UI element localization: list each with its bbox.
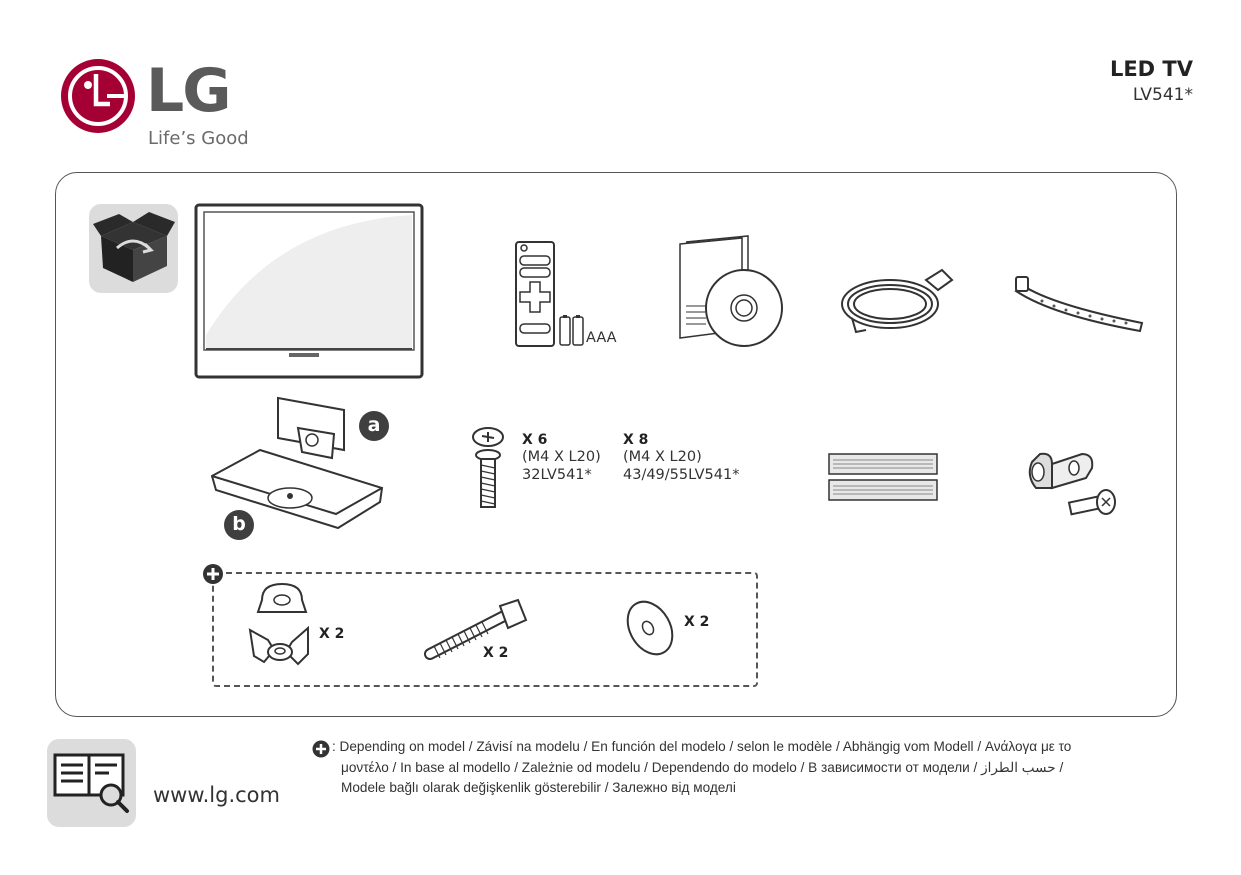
cable-holder-icon [828,453,938,501]
model-note-line: Modele bağlı olarak değişkenlik göstereb… [341,780,736,795]
screws-43-qty: X 8 [623,432,649,448]
stand-label-a: a [359,411,389,441]
wing-nut-icon [248,582,309,666]
screws-32-qty: X 6 [522,432,548,448]
stand-label-b: b [224,510,254,540]
manual-cd-icon [679,235,783,347]
battery-icon [559,315,584,346]
screws-32-models: 32LV541* [522,467,592,483]
optional-parts-box [212,572,758,687]
washer-icon [626,600,674,656]
screws-43-size: (M4 X L20) [623,449,702,465]
screws-43-models: 43/49/55LV541* [623,467,740,483]
washer-qty: X 2 [684,614,710,630]
power-cord-icon [841,268,954,334]
model-note: : Depending on model / Závisí na modelu … [332,737,1172,799]
model-note-line: μοντέλο / In base al modello / Zależnie … [341,759,1064,775]
manual-icon-tile [47,739,136,827]
book-search-icon [53,753,129,813]
lg-tagline: Life’s Good [148,128,249,149]
product-title: LED TV [1109,57,1193,81]
remote-control-icon [515,241,555,347]
product-model: LV541* [1132,85,1193,105]
screws-32-size: (M4 X L20) [522,449,601,465]
screws-43-spec: X 8 (M4 X L20) 43/49/55LV541* [623,432,739,484]
screws-32-spec: X 6 (M4 X L20) 32LV541* [522,432,601,484]
open-box-icon [93,212,175,282]
open-box-icon-tile [89,204,178,293]
website-url: www.lg.com [153,783,280,807]
stand-icon [210,396,384,530]
bolt-icon [424,598,528,660]
battery-label: AAA [586,330,617,346]
wing-nut-qty: X 2 [319,626,345,642]
cable-tie-icon [1014,276,1144,333]
lg-wordmark: LG [146,56,231,126]
note-plus-icon [312,740,330,758]
accessories-panel [55,172,1177,717]
optional-plus-icon [203,564,223,584]
lg-logo: LG Life’s Good [60,56,250,150]
bolt-qty: X 2 [483,645,509,661]
screw-icon [472,427,504,508]
wall-bracket-icon [1028,452,1116,516]
tv-screen-icon [194,203,424,379]
model-note-line: : Depending on model / Závisí na modelu … [332,739,1072,754]
lg-logo-emblem-icon [61,59,135,133]
